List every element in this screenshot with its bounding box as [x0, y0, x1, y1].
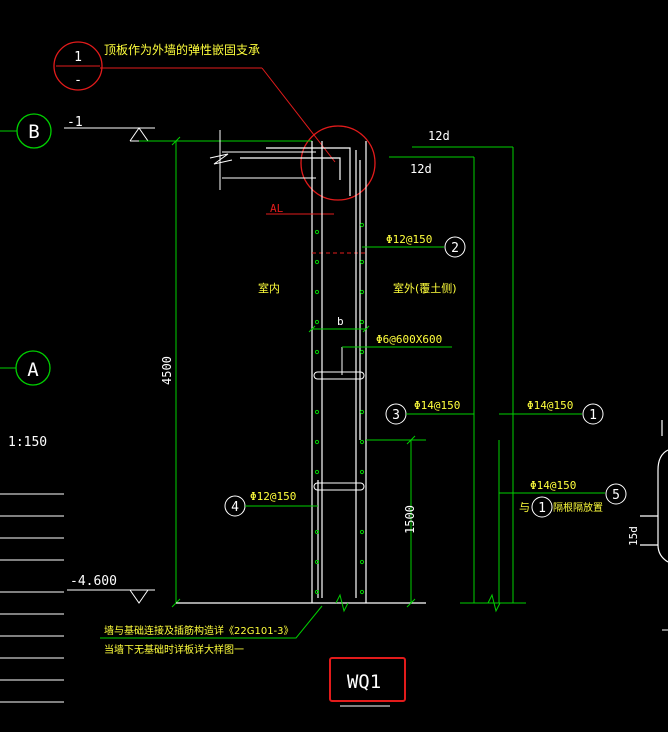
title-highlight-box[interactable] — [329, 657, 406, 702]
rebar-4-spec: Φ12@150 — [250, 490, 296, 503]
rebar-4-mark[interactable]: 4 — [224, 495, 246, 517]
wall-rebars — [317, 141, 361, 598]
rebar-5-mark[interactable]: 5 — [605, 483, 627, 505]
bottom-note-line-2: 当墙下无基础时详板详大样图一 — [104, 643, 244, 656]
dimension-15d-label: 15d — [627, 526, 640, 546]
callout-number-bottom: - — [74, 73, 82, 88]
dimension-4500-label: 4500 — [160, 356, 174, 385]
callout-note: 顶板作为外墙的弹性嵌固支承 — [104, 42, 260, 57]
elevation-top-symbol — [64, 127, 312, 142]
rebar-5-note-mark-number: 1 — [538, 501, 546, 516]
rebar-3-mark-number: 3 — [392, 408, 400, 423]
rebar-tie-spec: Φ6@600X600 — [376, 333, 442, 346]
top-rebar-hooks — [240, 147, 351, 196]
dimension-1500-label: 1500 — [403, 505, 417, 534]
rebar-5-mark-number: 5 — [612, 488, 620, 503]
callout-number-top: 1 — [74, 50, 82, 65]
scale-label: 1:150 — [8, 435, 47, 450]
callout-bubble[interactable]: 1 - — [53, 41, 103, 91]
axis-a-label: A — [27, 359, 39, 381]
anchor-top-label: 12d — [428, 129, 450, 143]
rebar-5-spec: Φ14@150 — [530, 479, 576, 492]
tie-bars — [313, 371, 365, 491]
axis-a-bubble[interactable]: A — [15, 350, 51, 386]
room-inside-label: 室内 — [258, 281, 280, 295]
anchor-top-inner-label: 12d — [410, 162, 432, 176]
elevation-bottom-symbol — [67, 589, 155, 604]
dimension-b — [308, 325, 370, 333]
roof-slab-break — [209, 130, 316, 190]
rebar-3-mark[interactable]: 3 — [385, 403, 407, 425]
rebar-5-note-prefix: 与 — [519, 501, 530, 514]
rebar-dots — [314, 222, 365, 595]
rebar-5-note-mark: 1 — [531, 496, 553, 518]
rebar-1-spec: Φ14@150 — [527, 399, 573, 412]
title-label: WQ1 — [347, 671, 381, 693]
anchor-lines — [366, 146, 526, 604]
dimension-b-label: b — [337, 315, 344, 328]
break-mark-right — [487, 593, 501, 613]
dimension-1500 — [406, 435, 416, 608]
left-hatch-lines — [0, 493, 64, 703]
rebar-5-note-suffix: 隔根隔放置 — [553, 501, 603, 514]
bottom-note-line-1: 墙与基础连接及插筋构造详《22G101-3》 — [104, 624, 294, 637]
adjacent-detail-fragment — [640, 420, 668, 563]
room-outside-label: 室外(覆土侧) — [393, 281, 457, 295]
rebar-1-mark-number: 1 — [589, 408, 597, 423]
rebar-2-mark[interactable]: 2 — [444, 236, 466, 258]
detail-highlight-circle — [300, 125, 376, 201]
callout-leader-diagonal — [261, 67, 336, 163]
al-label: AL — [270, 202, 284, 215]
elevation-top-label: -1 — [67, 115, 83, 130]
rebar-2-mark-number: 2 — [451, 241, 459, 256]
rebar-1-mark[interactable]: 1 — [582, 403, 604, 425]
wall-outline — [176, 141, 426, 604]
break-mark-wall — [335, 593, 349, 613]
elevation-bottom-label: -4.600 — [70, 574, 117, 589]
axis-b-bubble[interactable]: B — [16, 113, 52, 149]
rebar-2-spec: Φ12@150 — [386, 233, 432, 246]
bottom-note-leader — [100, 605, 323, 639]
axis-b-label: B — [28, 121, 39, 143]
rebar-3-spec: Φ14@150 — [414, 399, 460, 412]
rebar-4-mark-number: 4 — [231, 500, 239, 515]
